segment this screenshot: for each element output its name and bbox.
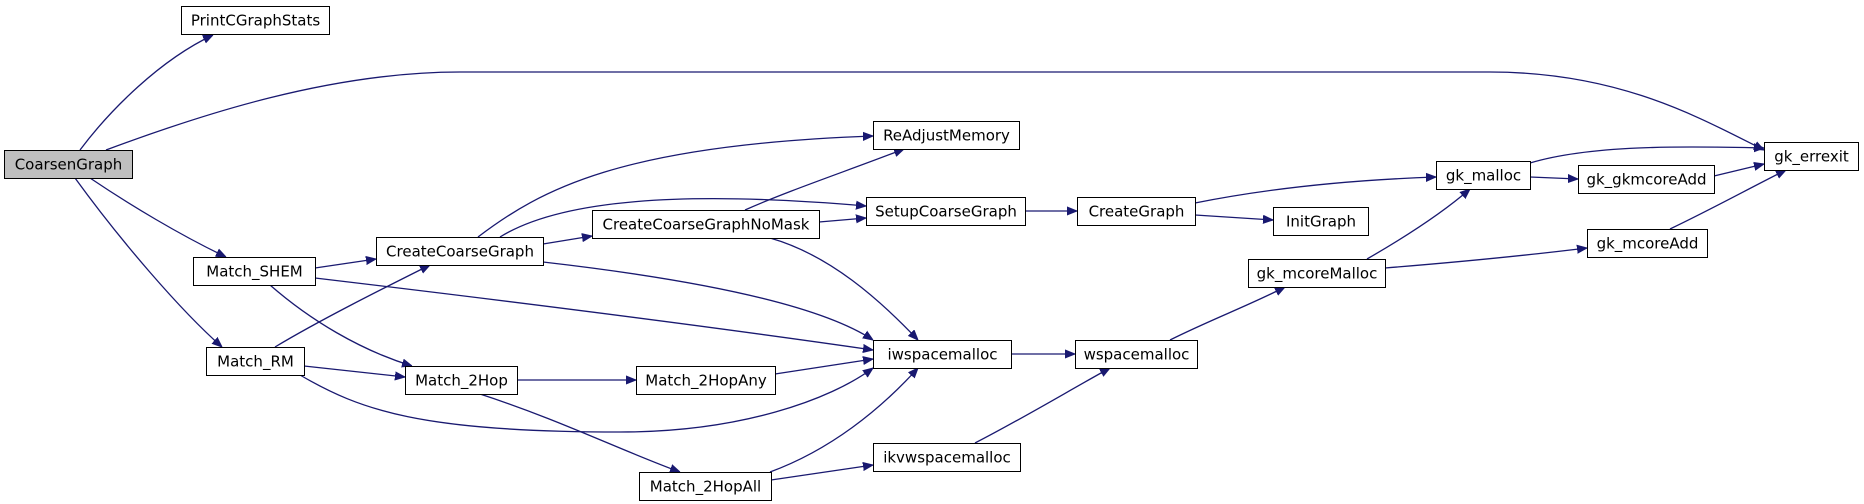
node-box	[193, 257, 316, 286]
node-gk_errexit[interactable]: gk_errexit	[1764, 142, 1859, 171]
edge-match_shem-to-match_2hop	[269, 284, 412, 366]
node-match_2hop[interactable]: Match_2Hop	[405, 366, 518, 395]
node-label: Match_SHEM	[206, 263, 303, 282]
node-readjustmemory[interactable]: ReAdjustMemory	[873, 121, 1020, 150]
node-gk_malloc[interactable]: gk_malloc	[1436, 161, 1531, 190]
node-ikvwspacemalloc[interactable]: ikvwspacemalloc	[873, 443, 1021, 472]
edge-createcoarsegraphnomask-to-readjustmemory	[744, 149, 904, 211]
node-wspacemalloc[interactable]: wspacemalloc	[1075, 340, 1198, 369]
node-box	[873, 443, 1021, 472]
edge-ikvwspacemalloc-to-wspacemalloc	[974, 368, 1110, 444]
node-box	[1075, 340, 1198, 369]
node-iwspacemalloc[interactable]: iwspacemalloc	[873, 340, 1012, 369]
edge-match_2hopall-to-ikvwspacemalloc	[770, 465, 873, 481]
node-box	[1587, 229, 1708, 258]
node-label: CoarsenGraph	[15, 156, 123, 174]
node-label: CreateGraph	[1089, 203, 1185, 221]
node-match_rm[interactable]: Match_RM	[206, 347, 305, 376]
edge-coarsengraph-to-gk_errexit	[105, 71, 1764, 151]
node-box	[866, 197, 1026, 226]
edge-match_2hop-to-match_2hopall	[479, 393, 680, 472]
node-label: CreateCoarseGraphNoMask	[603, 216, 810, 234]
node-match_shem[interactable]: Match_SHEM	[193, 257, 316, 286]
node-label: InitGraph	[1286, 213, 1356, 231]
node-label: iwspacemalloc	[887, 346, 997, 364]
edge-match_rm-to-iwspacemalloc	[299, 368, 873, 433]
node-printcgraphstats[interactable]: PrintCGraphStats	[181, 6, 330, 35]
edge-coarsengraph-to-match_shem	[89, 177, 226, 258]
node-box	[873, 121, 1020, 150]
edge-creategraph-to-initgraph	[1194, 214, 1273, 220]
edge-match_rm-to-createcoarsegraph	[274, 265, 430, 348]
edge-gk_mcoreadd-to-gk_errexit	[1669, 170, 1786, 230]
node-label: gk_malloc	[1446, 167, 1521, 186]
edge-createcoarsegraph-to-createcoarsegraphnomask	[542, 236, 592, 245]
node-box	[1077, 197, 1196, 226]
edge-createcoarsegraphnomask-to-iwspacemalloc	[769, 237, 918, 340]
node-label: Match_2HopAll	[650, 478, 761, 497]
edge-createcoarsegraph-to-iwspacemalloc	[542, 261, 873, 340]
edge-gk_mcoremalloc-to-gk_mcoreadd	[1384, 248, 1587, 269]
node-box	[636, 366, 776, 395]
edges-layer	[74, 34, 1786, 481]
edge-createcoarsegraphnomask-to-setupcoarsegraph	[818, 218, 866, 222]
node-label: wspacemalloc	[1084, 346, 1190, 364]
edge-coarsengraph-to-printcgraphstats	[79, 34, 213, 151]
edge-creategraph-to-gk_malloc	[1194, 177, 1436, 204]
node-box	[873, 340, 1012, 369]
node-label: ReAdjustMemory	[883, 127, 1010, 145]
node-box	[639, 472, 772, 501]
node-box	[405, 366, 518, 395]
edge-wspacemalloc-to-gk_mcoremalloc	[1169, 287, 1285, 341]
node-box	[1248, 259, 1386, 288]
edge-gk_gkmcoreadd-to-gk_errexit	[1713, 164, 1764, 177]
node-label: gk_mcoreAdd	[1597, 235, 1699, 254]
node-box	[1436, 161, 1531, 190]
node-creategraph[interactable]: CreateGraph	[1077, 197, 1196, 226]
node-box	[1578, 165, 1715, 194]
edge-match_rm-to-match_2hop	[303, 365, 405, 377]
node-box	[4, 150, 133, 179]
edge-createcoarsegraph-to-setupcoarsegraph	[499, 197, 866, 238]
node-box	[1273, 207, 1369, 236]
node-createcoarsegraph[interactable]: CreateCoarseGraph	[376, 237, 544, 266]
node-label: gk_mcoreMalloc	[1257, 265, 1378, 284]
node-initgraph[interactable]: InitGraph	[1273, 207, 1369, 236]
node-label: Match_2Hop	[415, 372, 508, 391]
edge-gk_malloc-to-gk_errexit	[1529, 147, 1764, 164]
edge-gk_mcoremalloc-to-gk_malloc	[1366, 189, 1470, 260]
node-box	[1764, 142, 1859, 171]
edge-match_2hopany-to-iwspacemalloc	[774, 359, 873, 375]
node-createcoarsegraphnomask[interactable]: CreateCoarseGraphNoMask	[592, 210, 820, 239]
edge-gk_malloc-to-gk_gkmcoreadd	[1529, 177, 1578, 179]
node-gk_mcoremalloc[interactable]: gk_mcoreMalloc	[1248, 259, 1386, 288]
node-label: PrintCGraphStats	[191, 12, 320, 30]
node-label: ikvwspacemalloc	[883, 449, 1011, 467]
node-gk_gkmcoreadd[interactable]: gk_gkmcoreAdd	[1578, 165, 1715, 194]
node-box	[181, 6, 330, 35]
node-box	[376, 237, 544, 266]
node-match_2hopany[interactable]: Match_2HopAny	[636, 366, 776, 395]
node-box	[592, 210, 820, 239]
node-match_2hopall[interactable]: Match_2HopAll	[639, 472, 772, 501]
node-label: gk_gkmcoreAdd	[1586, 171, 1706, 190]
edge-match_2hopall-to-iwspacemalloc	[769, 368, 918, 473]
edge-coarsengraph-to-match_rm	[74, 177, 222, 347]
node-box	[206, 347, 305, 376]
node-setupcoarsegraph[interactable]: SetupCoarseGraph	[866, 197, 1026, 226]
edge-match_shem-to-iwspacemalloc	[314, 277, 873, 350]
node-label: SetupCoarseGraph	[875, 203, 1017, 221]
node-coarsengraph[interactable]: CoarsenGraph	[4, 150, 133, 179]
node-label: CreateCoarseGraph	[386, 243, 534, 261]
node-gk_mcoreadd[interactable]: gk_mcoreAdd	[1587, 229, 1708, 258]
edge-createcoarsegraph-to-readjustmemory	[477, 136, 873, 238]
node-label: Match_2HopAny	[645, 372, 767, 391]
node-label: gk_errexit	[1774, 148, 1849, 167]
edge-match_shem-to-createcoarsegraph	[314, 259, 376, 269]
node-label: Match_RM	[217, 353, 294, 372]
